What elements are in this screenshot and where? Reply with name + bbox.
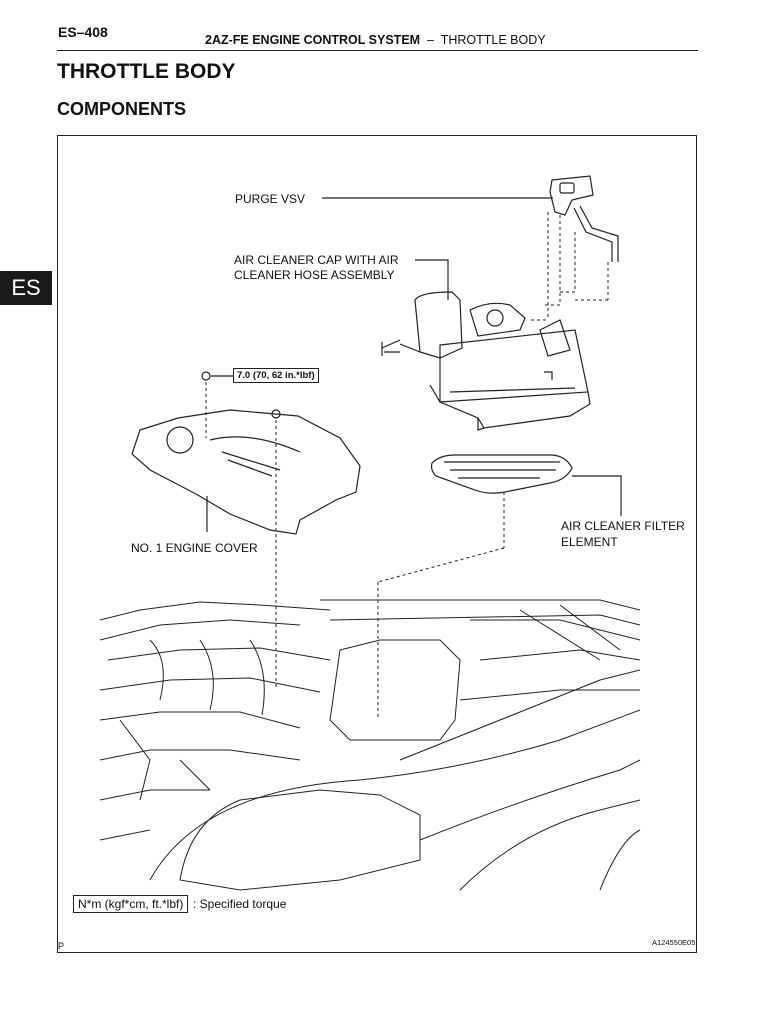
header-rule [57,50,698,51]
engine-bay-illustration [99,599,641,891]
legend-torque-text: : Specified torque [193,897,287,911]
label-air-cleaner-cap-line1: AIR CLEANER CAP WITH AIR [234,253,399,267]
label-filter-line2: ELEMENT [561,535,618,549]
components-figure [57,135,697,953]
label-engine-cover: NO. 1 ENGINE COVER [131,541,258,555]
section-title: COMPONENTS [57,99,187,119]
page-title: THROTTLE BODY [57,60,236,83]
header-separator: – [427,33,434,47]
figure-id: A124550E05 [652,938,696,947]
label-filter-line1: AIR CLEANER FILTER [561,519,685,533]
legend-torque-box: N*m (kgf*cm, ft.*lbf) [73,895,189,913]
filter-leader [572,475,622,516]
vsv-dashed-links [531,212,609,321]
bolt-dashed-lines [205,382,505,720]
air-cleaner-cap-leader [415,259,449,300]
air-cleaner-filter-illustration [430,454,573,494]
torque-spec-box: 7.0 (70, 62 in.*lbf) [233,368,319,383]
air-cleaner-cap-illustration [381,291,591,431]
purge-vsv-illustration [549,175,619,262]
side-tab: ES [0,271,52,305]
page-number: ES–408 [58,24,108,40]
label-air-cleaner-cap-line2: CLEANER HOSE ASSEMBLY [234,268,395,282]
label-purge-vsv: PURGE VSV [235,192,306,206]
figure-corner-mark: P [58,941,65,951]
engine-cover-illustration [131,371,361,535]
header-system: 2AZ-FE ENGINE CONTROL SYSTEM [205,33,421,47]
header-section: THROTTLE BODY [440,33,546,47]
running-header: 2AZ-FE ENGINE CONTROL SYSTEM – THROTTLE … [205,33,546,47]
